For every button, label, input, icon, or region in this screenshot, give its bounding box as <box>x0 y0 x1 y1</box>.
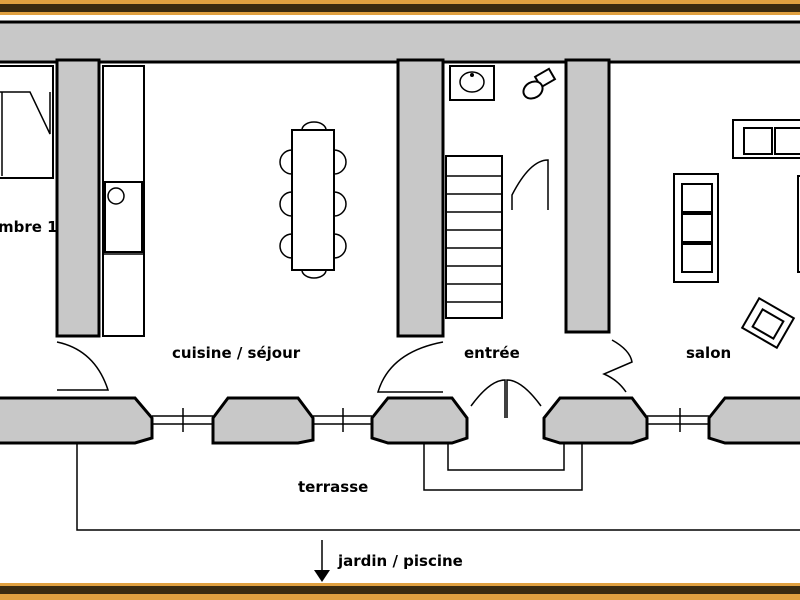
room-label-lounge: salon <box>686 344 731 362</box>
door-bedroom <box>56 341 110 391</box>
armchair-icon <box>740 296 796 350</box>
terrace-outline <box>76 443 800 531</box>
door-lounge <box>602 339 633 393</box>
door-kitchen-living <box>376 341 444 393</box>
wall-bedroom-kitchen <box>55 58 101 338</box>
door-stairs <box>511 159 549 210</box>
staircase-icon <box>445 155 503 319</box>
top-wall <box>0 20 800 64</box>
terrace-step-inner <box>447 443 565 471</box>
room-label-terrace: terrasse <box>298 478 368 496</box>
terrace-step-outer <box>423 443 583 491</box>
bed-icon <box>0 65 54 179</box>
sofa-side-icon <box>673 173 719 283</box>
entrance-double-door <box>470 379 542 418</box>
windows <box>152 408 709 432</box>
sofa-top-icon <box>732 119 800 159</box>
room-label-bedroom: mbre 1 <box>0 218 58 236</box>
wall-kitchen-entrance <box>396 58 445 338</box>
arrow-down-icon <box>314 540 330 582</box>
bottom-wall <box>0 396 800 445</box>
sofa-right-edge-icon <box>797 175 800 273</box>
dining-table-icon <box>279 121 347 279</box>
room-label-kitchen-living: cuisine / séjour <box>172 344 301 362</box>
room-label-garden: jardin / piscine <box>337 552 463 570</box>
sink-icon <box>449 65 495 101</box>
wall-entrance-lounge <box>564 58 611 334</box>
room-label-entrance: entrée <box>464 344 520 362</box>
kitchen-counter <box>102 65 145 337</box>
toilet-icon <box>522 67 557 100</box>
